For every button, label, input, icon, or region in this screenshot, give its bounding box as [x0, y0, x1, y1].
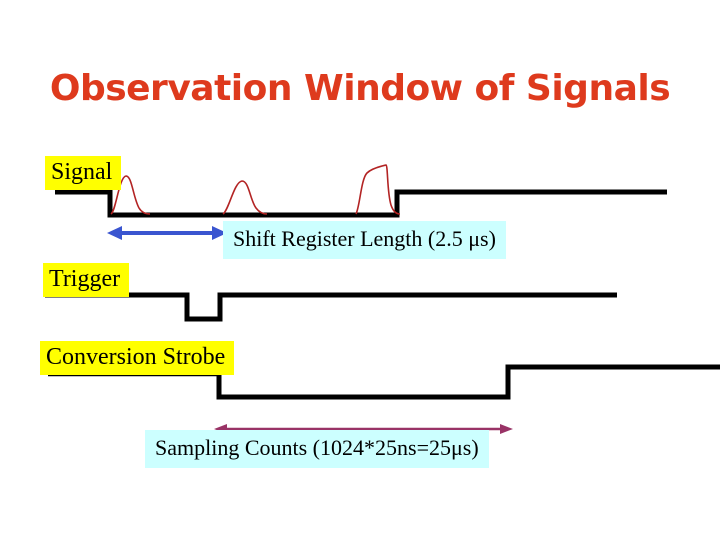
shift-register-extent-arrow	[107, 226, 227, 240]
shift-register-length-label: Shift Register Length (2.5 μs)	[223, 221, 506, 259]
trigger-label: Trigger	[43, 263, 130, 297]
signal-pulse-1	[110, 175, 151, 215]
signal-waveform	[55, 189, 667, 218]
signal-label: Signal	[45, 156, 122, 190]
signal-pulse-group	[110, 164, 401, 215]
signal-pulse-2	[222, 180, 268, 215]
conversion-strobe-waveform	[216, 364, 720, 400]
signal-pulse-3	[355, 164, 401, 215]
trigger-waveform	[45, 292, 617, 322]
conversion-strobe-label: Conversion Strobe	[40, 341, 235, 375]
slide-title: Observation Window of Signals	[49, 68, 671, 109]
sampling-counts-label: Sampling Counts (1024*25ns=25μs)	[145, 430, 489, 468]
